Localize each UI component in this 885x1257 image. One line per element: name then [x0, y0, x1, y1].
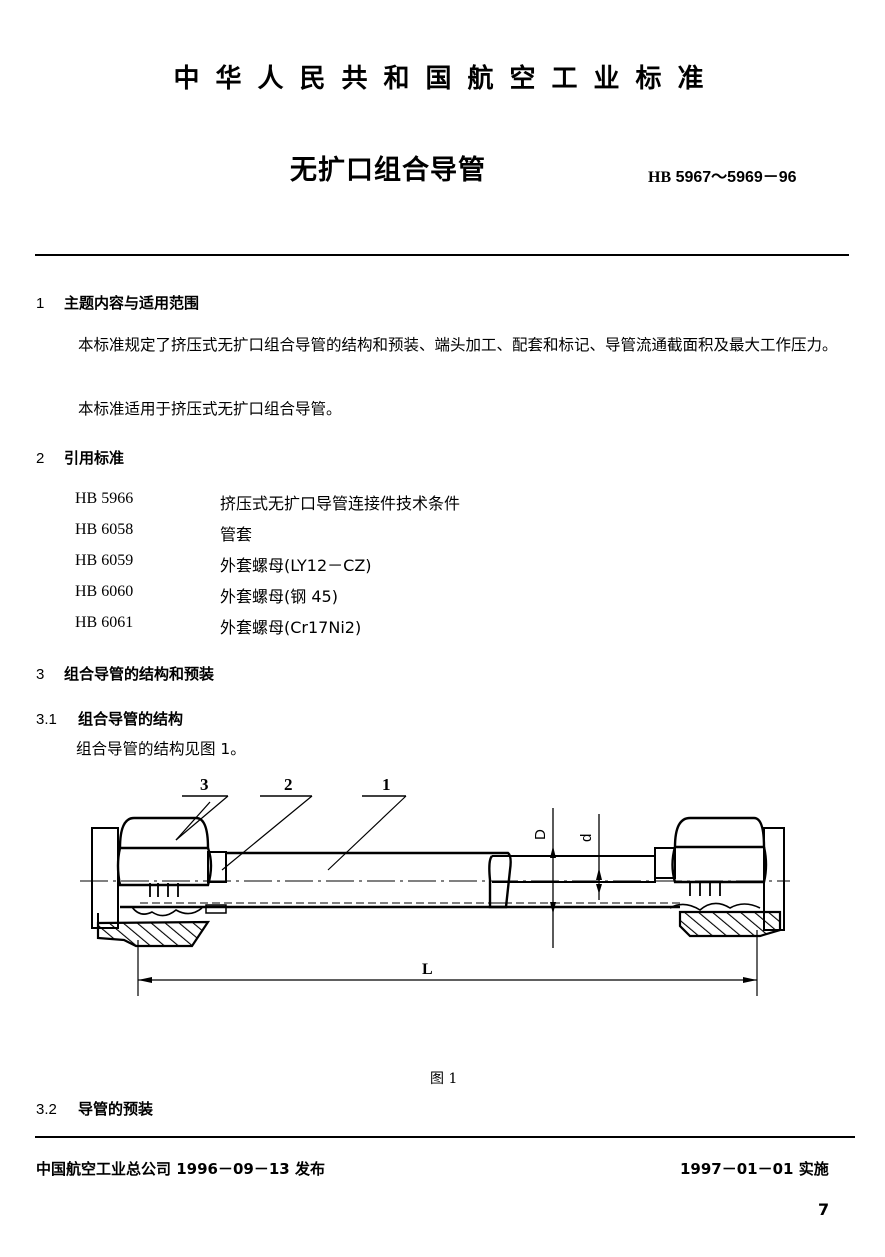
section-1-heading: 1 主题内容与适用范围: [36, 292, 199, 313]
document-code: HB 5967～5969－96: [648, 163, 797, 187]
section-3-1-heading: 3.1 组合导管的结构: [36, 708, 183, 729]
section-3-heading: 3 组合导管的结构和预装: [36, 663, 214, 684]
section-3-1-text: 组合导管的结构见图 1。: [76, 740, 246, 758]
section-title: 主题内容与适用范围: [64, 294, 200, 312]
callout-1: 1: [382, 775, 391, 794]
section-title: 引用标准: [64, 449, 125, 467]
issue-statement: 中国航空工业总公司 1996－09－13 发布: [36, 1160, 325, 1178]
reference-name: 挤压式无扩口导管连接件技术条件: [220, 494, 461, 513]
section-title: 组合导管的结构: [78, 710, 184, 728]
reference-code: HB 6058: [75, 521, 134, 538]
reference-code: HB 6059: [75, 552, 134, 569]
standard-org-title: 中华人民共和国航空工业标准: [173, 64, 720, 94]
page-number: 7: [818, 1200, 830, 1219]
header-divider: [35, 254, 849, 256]
section-1-paragraph-1: 本标准规定了挤压式无扩口组合导管的结构和预装、端头加工、配套和标记、导管流通截面…: [78, 336, 838, 354]
reference-code: HB 5966: [75, 490, 134, 507]
dimension-d: d: [578, 834, 595, 842]
section-number: 3.2: [36, 1101, 57, 1118]
callout-2: 2: [284, 775, 293, 794]
reference-code: HB 6060: [75, 583, 134, 600]
section-title: 导管的预装: [78, 1100, 154, 1118]
document-title: 无扩口组合导管: [290, 155, 486, 186]
section-3-2-heading: 3.2 导管的预装: [36, 1098, 153, 1119]
reference-name: 外套螺母(Cr17Ni2): [220, 618, 362, 637]
dimension-L: L: [422, 961, 433, 978]
reference-name: 外套螺母(LY12－CZ): [220, 556, 372, 575]
section-number: 3: [36, 666, 45, 683]
dimension-D: D: [532, 829, 549, 840]
section-1-paragraph-2: 本标准适用于挤压式无扩口组合导管。: [78, 400, 342, 418]
section-number: 3.1: [36, 711, 57, 728]
document-code-prefix: HB: [648, 169, 672, 186]
section-number: 1: [36, 295, 45, 312]
tube-assembly-figure: 3 2 1 D d L: [80, 775, 790, 996]
section-number: 2: [36, 450, 45, 467]
reference-name: 管套: [220, 525, 253, 544]
footer-divider: [35, 1136, 855, 1138]
document-code-number: 5967～5969－96: [675, 169, 797, 186]
reference-name: 外套螺母(钢 45): [220, 587, 338, 606]
reference-code: HB 6061: [75, 614, 134, 631]
section-2-heading: 2 引用标准: [36, 447, 124, 468]
figure-caption: 图 1: [430, 1071, 458, 1087]
callout-3: 3: [200, 775, 209, 794]
effective-statement: 1997－01－01 实施: [680, 1160, 829, 1178]
section-title: 组合导管的结构和预装: [64, 665, 215, 683]
